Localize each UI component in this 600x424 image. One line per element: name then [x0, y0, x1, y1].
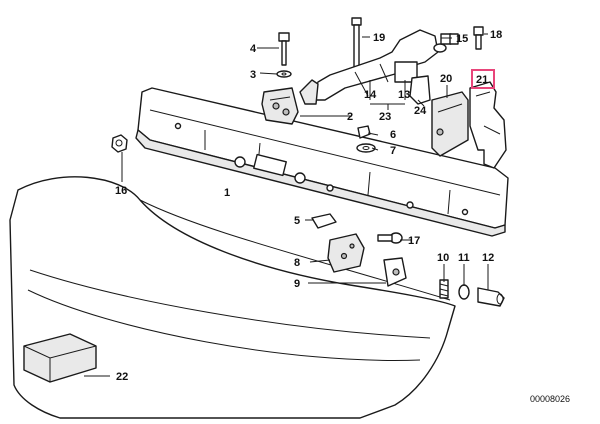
highlight-box-21	[471, 69, 495, 89]
callout-3: 3	[250, 69, 256, 81]
callout-24: 24	[414, 105, 427, 117]
callout-7: 7	[390, 145, 396, 157]
washer-3	[276, 70, 292, 78]
callout-21: 21	[476, 74, 488, 86]
callout-17: 17	[408, 235, 420, 247]
clip-5	[311, 213, 337, 229]
hex-bolt-4	[278, 32, 290, 66]
part-22-block	[23, 333, 97, 383]
callout-10: 10	[437, 252, 449, 264]
bracket-20	[431, 91, 469, 157]
callout-14: 14	[364, 89, 377, 101]
bracket-24	[409, 75, 431, 105]
callout-5: 5	[294, 215, 300, 227]
catalog-number: 00008026	[530, 394, 570, 404]
washer-7	[356, 143, 376, 153]
clip-6	[357, 125, 371, 139]
callout-20: 20	[440, 73, 452, 85]
bolt-15	[449, 33, 459, 45]
impact-absorber	[299, 29, 452, 105]
screw-17	[377, 232, 403, 244]
callout-11: 11	[458, 252, 470, 264]
callout-13: 13	[398, 89, 410, 101]
nut-16	[111, 134, 128, 153]
callout-12: 12	[482, 252, 494, 264]
bolt-19	[351, 17, 362, 68]
callout-18: 18	[490, 29, 502, 41]
callout-6: 6	[390, 129, 396, 141]
callout-22: 22	[116, 371, 128, 383]
washer-11	[458, 284, 470, 300]
callout-9: 9	[294, 278, 300, 290]
callout-2: 2	[347, 111, 353, 123]
clip-nut-9	[383, 257, 407, 287]
bumper-cover	[9, 176, 456, 419]
mounting-bracket-2	[261, 87, 299, 125]
callout-4: 4	[250, 43, 257, 55]
bracket-21	[469, 81, 507, 169]
bolt-10	[439, 279, 449, 299]
callout-1: 1	[224, 187, 230, 199]
callout-8: 8	[294, 257, 300, 269]
bolt-18	[473, 26, 484, 50]
callout-15: 15	[456, 33, 468, 45]
callout-labels: 1 2 3 4 5 6 7 8 9 10 11 12 13 14 15 16 1…	[115, 29, 502, 383]
callout-19: 19	[373, 32, 385, 44]
callout-23: 23	[379, 111, 391, 123]
bolt-12	[477, 287, 505, 307]
callout-16: 16	[115, 185, 127, 197]
leader-lines	[84, 33, 489, 377]
bracket-8	[327, 233, 365, 273]
